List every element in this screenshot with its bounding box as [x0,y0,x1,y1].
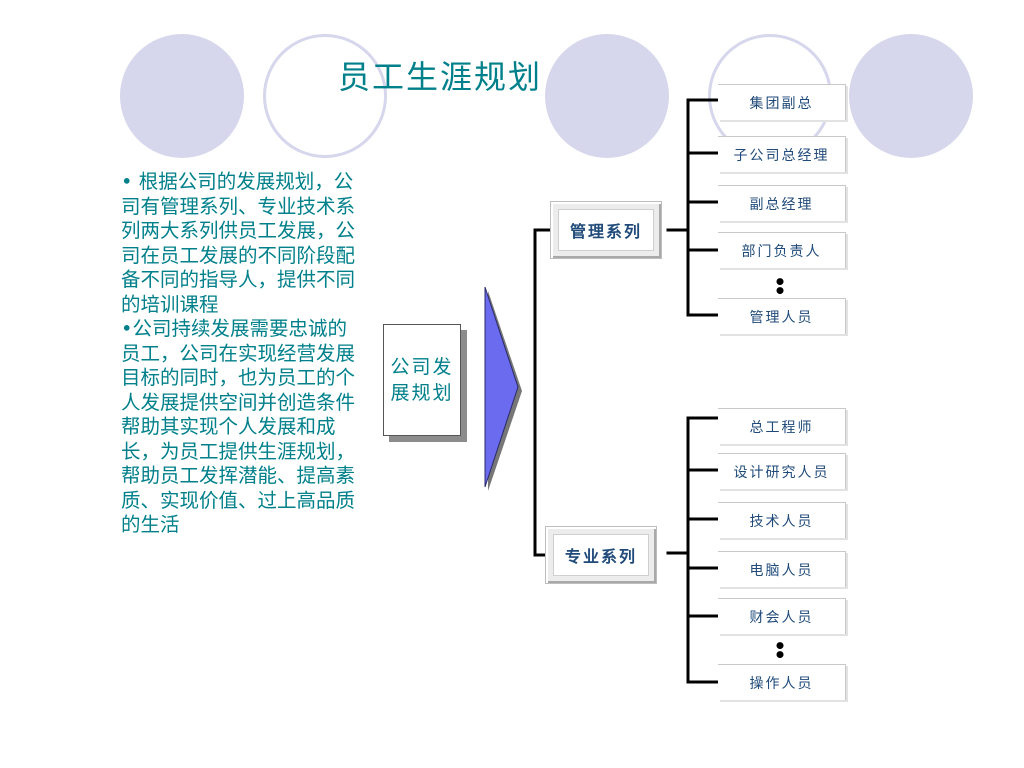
decor-circle-2 [263,34,387,158]
management-ellipsis: • • [773,270,787,303]
management-item: 部门负责人 [718,232,846,268]
professional-item: 电脑人员 [718,551,846,587]
professional-item: 财会人员 [718,598,846,634]
professional-item: 总工程师 [718,408,846,444]
decor-circle-3 [545,34,669,158]
decor-circle-1 [120,34,244,158]
professional-item: 技术人员 [718,502,846,538]
professional-ellipsis: • • [773,634,787,667]
decor-circle-5 [849,34,973,158]
bullet-2: •公司持续发展需要忠诚的员工，公司在实现经营发展目标的同时，也为员工的个人发展提… [121,317,356,536]
professional-series-box: 专业系列 [545,526,657,584]
bullet-1: • 根据公司的发展规划，公司有管理系列、专业技术系列两大系列供员工发展，公司在员… [121,170,356,316]
management-item: 子公司总经理 [718,136,846,172]
management-item: 集团副总 [718,84,846,120]
management-item: 管理人员 [718,298,846,334]
management-series-box: 管理系列 [550,201,662,259]
bullet-text: • 根据公司的发展规划，公司有管理系列、专业技术系列两大系列供员工发展，公司在员… [121,170,357,538]
management-series-label: 管理系列 [558,209,654,251]
professional-series-label: 专业系列 [553,534,649,576]
management-item: 副总经理 [718,185,846,221]
slide-title: 员工生涯规划 [337,58,542,96]
professional-item: 操作人员 [718,664,846,700]
professional-item: 设计研究人员 [718,453,846,489]
company-plan-box: 公司发展规划 [383,324,461,436]
arrow-icon [484,286,522,491]
